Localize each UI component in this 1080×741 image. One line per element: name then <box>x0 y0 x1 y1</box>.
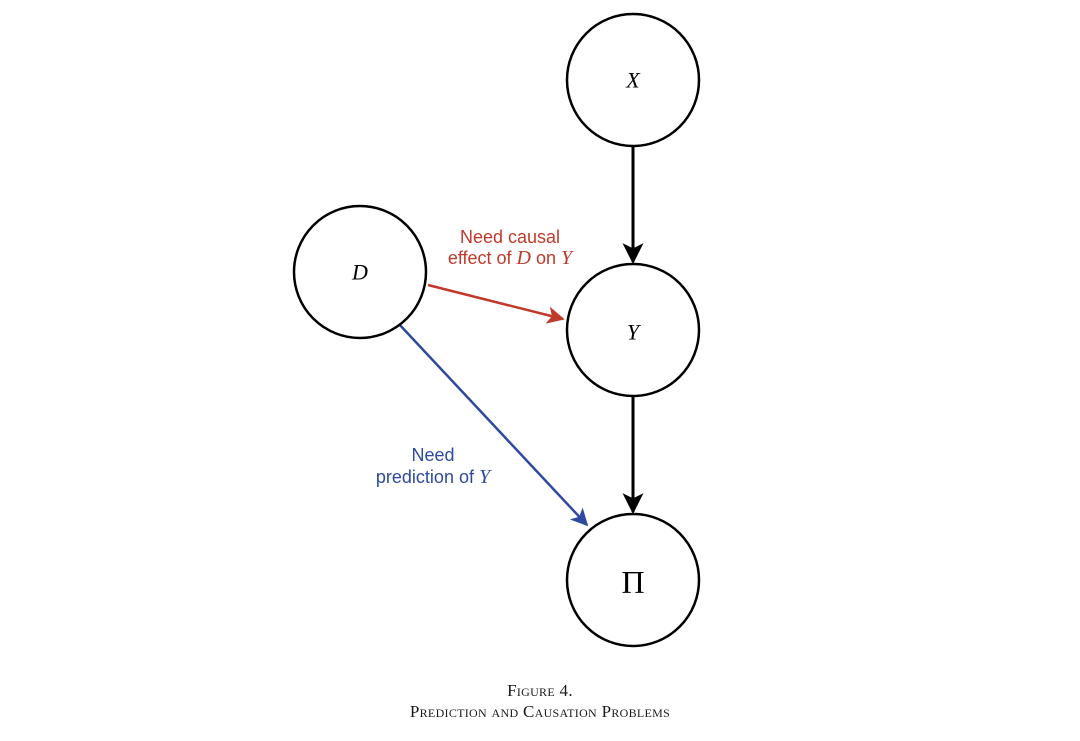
node-y: Y <box>565 262 701 398</box>
svg-text:Need: Need <box>411 445 454 465</box>
figure-title: Prediction and Causation Problems <box>409 702 671 721</box>
prediction-label-var-y: Y <box>479 466 492 488</box>
svg-text:Need causal: Need causal <box>460 227 560 247</box>
edge-d-to-pi-prediction <box>397 322 589 527</box>
edge-d-to-y-causal <box>427 283 565 324</box>
figure-number: Figure 4. <box>507 681 573 700</box>
node-d-label: D <box>351 260 368 285</box>
node-pi-label: Π <box>621 564 644 600</box>
causal-label-var-d: D <box>516 247 532 269</box>
causal-label-line1: Need causal <box>460 227 560 247</box>
prediction-edge-label: Need prediction of Y <box>376 445 492 488</box>
node-d: D <box>292 204 428 340</box>
svg-text:prediction of Y: prediction of Y <box>376 466 492 488</box>
node-pi: Π <box>565 512 701 648</box>
node-x-label: X <box>625 68 641 93</box>
prediction-label-line1: Need <box>411 445 454 465</box>
prediction-label-prefix: prediction of <box>376 467 479 487</box>
causal-edge-label: Need causal effect of D on Y <box>448 227 574 269</box>
node-y-label: Y <box>627 320 642 345</box>
causal-label-prefix: effect of <box>448 248 517 268</box>
figure-caption: Figure 4. Prediction and Causation Probl… <box>0 680 1080 722</box>
causal-label-var-y: Y <box>561 247 574 269</box>
node-x: X <box>565 12 701 148</box>
svg-text:effect of D on Y: effect of D on Y <box>448 247 574 269</box>
causal-label-mid: on <box>531 248 561 268</box>
